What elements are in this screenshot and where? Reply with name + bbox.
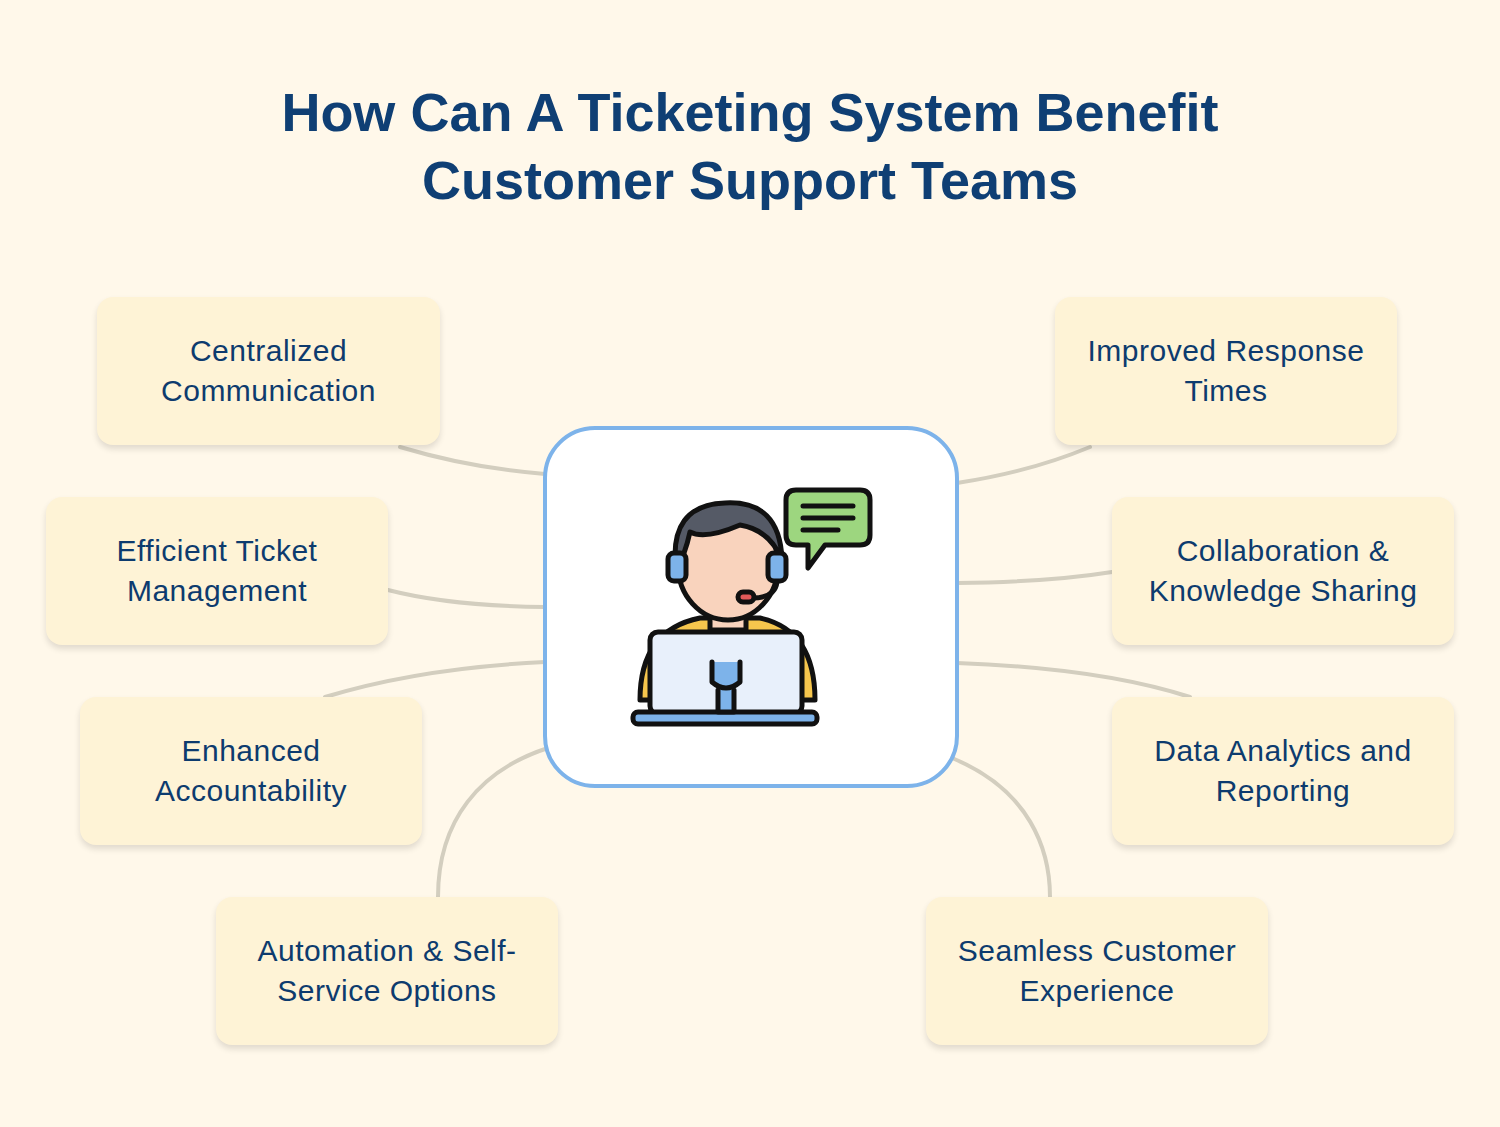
benefit-label: Data Analytics and Reporting — [1132, 731, 1434, 811]
leader-line — [325, 662, 545, 697]
benefit-box: Data Analytics and Reporting — [1112, 697, 1454, 845]
benefit-box: Collaboration & Knowledge Sharing — [1112, 497, 1454, 645]
benefit-label: Centralized Communication — [117, 331, 420, 411]
laptop-screen — [650, 632, 802, 714]
leader-line — [400, 447, 545, 474]
leader-line — [957, 572, 1112, 583]
benefit-label: Collaboration & Knowledge Sharing — [1132, 531, 1434, 611]
benefit-label: Automation & Self-Service Options — [236, 931, 538, 1011]
benefit-label: Seamless Customer Experience — [946, 931, 1248, 1011]
benefit-box: Enhanced Accountability — [80, 697, 422, 845]
headset-ear — [668, 553, 686, 581]
leader-line — [957, 447, 1090, 483]
benefit-box: Seamless Customer Experience — [926, 897, 1268, 1045]
benefit-box: Automation & Self-Service Options — [216, 897, 558, 1045]
headset-mic — [738, 592, 754, 602]
leader-line — [957, 663, 1190, 697]
wrench-icon — [712, 662, 740, 712]
center-box — [545, 428, 957, 786]
speech-bubble — [786, 490, 870, 568]
benefit-box: Improved Response Times — [1055, 297, 1397, 445]
headset-ear — [768, 553, 786, 581]
benefit-label: Enhanced Accountability — [100, 731, 402, 811]
diagram-title: How Can A Ticketing System Benefit Custo… — [150, 78, 1350, 214]
bubble-lines — [803, 506, 853, 530]
benefit-box: Efficient Ticket Management — [46, 497, 388, 645]
benefit-label: Efficient Ticket Management — [66, 531, 368, 611]
leader-line — [388, 590, 545, 607]
benefit-box: Centralized Communication — [97, 297, 440, 445]
leader-line — [952, 758, 1050, 897]
leader-line — [438, 748, 548, 897]
benefit-label: Improved Response Times — [1075, 331, 1377, 411]
